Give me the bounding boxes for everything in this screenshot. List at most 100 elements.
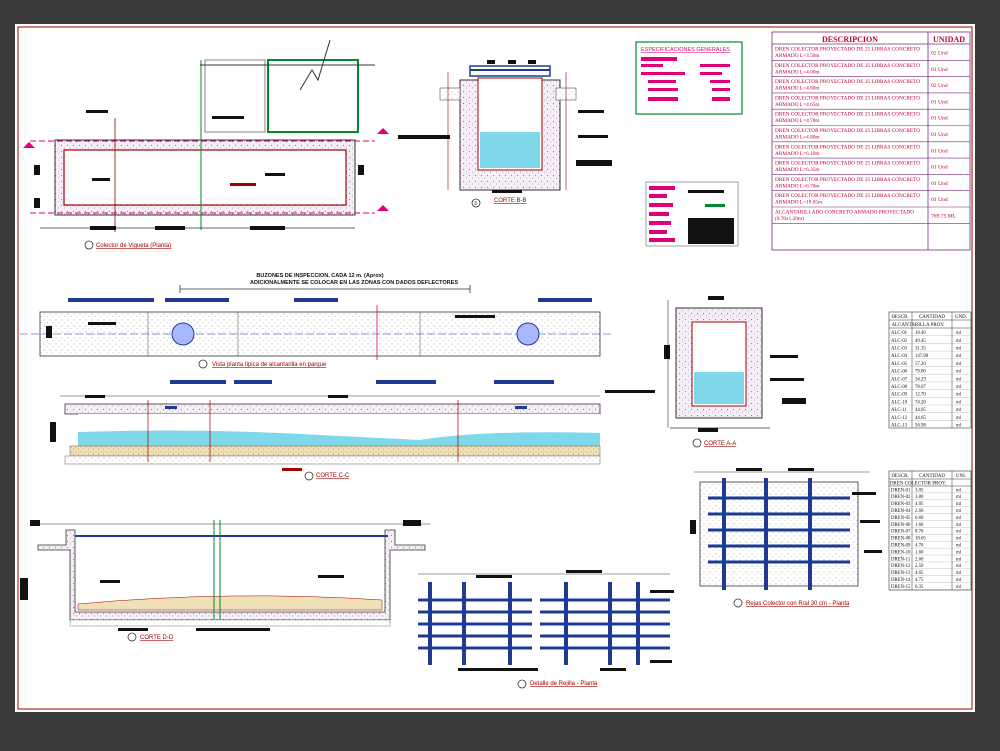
grating-detail-view [418,570,674,671]
alc_table-cell: 18.40 [915,331,926,336]
dren_table-cell: ml [956,571,962,576]
manholes-note-line2: ADICIONALMENTE SE COLOCAR EN LAS ZONAS C… [250,280,458,286]
dren_table-cell: ml [956,509,962,514]
desc-row-text: DREN COLECTOR PROYECTADO DE 25 LIBRAS CO… [775,144,920,150]
sheet-frame [17,26,973,710]
alc_table-cell: ml [956,347,962,352]
dren_table-cell: ml [956,578,962,583]
alcantarilla-table: DESCR. CANTIDAD UND. ALCANTARILLA PROY. … [888,311,972,429]
unit-header: UNIDAD [933,35,965,44]
desc-row-unit: 01 Und [931,99,948,105]
desc-row-text: DREN COLECTOR PROYECTADO DE 25 LIBRAS CO… [775,177,920,183]
alc_table-cell: ALC-01 [891,331,908,336]
alc_table-cell: ml [956,370,962,375]
grating-plan-caption: Rejas Colector con R/al 30 cm - Planta [746,601,850,607]
alc_table-cell: 34.29 [915,377,926,382]
dren_table-cell: 4.70 [915,544,924,549]
desc-row-unit: 01 Und [931,132,948,138]
dren_table-cell: DREN-07 [891,530,911,535]
dren_table-cell: 1.60 [915,550,924,555]
alc_table-cell: ALC-06 [891,370,908,375]
section-a-view [605,296,806,432]
rebar-legend-box [645,181,739,247]
dren_table-cell: DREN-14 [891,578,911,583]
alc_table-cell: ALC-08 [891,385,908,390]
dren_table-cell: DREN-01 [891,488,911,493]
dren-header-unit: UNI. [956,474,966,479]
alc-header-descr: DESCR. [891,315,908,320]
dren_table-cell: ml [956,530,962,535]
dren_table-cell: DREN-02 [891,495,911,500]
alc_table-cell: ALC-10 [891,400,908,405]
dren_table-cell: 1.60 [915,523,924,528]
dren-header-descr: DESCR. [891,474,908,479]
desc-row-text: DREN COLECTOR PROYECTADO DE 25 LIBRAS CO… [775,47,920,53]
section-d-caption: CORTE D-D [140,635,174,641]
dren_table-cell: DREN-03 [891,502,911,507]
manholes-note-line1: BUZONES DE INSPECCION, CADA 12 m. (Aprox… [256,273,383,279]
dren_table-cell: DREN-10 [891,550,911,555]
dren-subheader: DREN COLECTOR PROY. [890,482,946,487]
alc_table-cell: ml [956,408,962,413]
dren_table-cell: ml [956,516,962,521]
alc_table-cell: 56.98 [915,424,926,429]
desc-row-unit: 02 Und [931,83,948,89]
desc-row-text: ARMADO L=4.60m [775,86,820,92]
alc_table-cell: ALC-04 [891,354,908,359]
dren_table-cell: 4.65 [915,571,924,576]
desc-row-unit: 769.75 ML [931,214,957,220]
dren_table-cell: ml [956,550,962,555]
alc_table-cell: ml [956,331,962,336]
view-marker-icon [517,679,527,689]
alc_table-cell: 49.45 [915,339,926,344]
dren_table-cell: 4.05 [915,502,924,507]
view-marker-icon [84,240,94,250]
dren_table-cell: DREN-06 [891,523,911,528]
dren_table-cell: ml [956,502,962,507]
desc-row-text: DREN COLECTOR PROYECTADO DE 25 LIBRAS CO… [775,128,920,134]
alc_table-cell: ALC-13 [891,424,908,429]
alc_table-cell: 78.67 [915,385,926,390]
desc-row-unit: 01 Und [931,148,948,154]
alc_table-cell: 79.80 [915,370,926,375]
alc_table-cell: ml [956,393,962,398]
plan-channel-caption: Vista planta tipica de alcantarilla en p… [212,362,327,368]
alc_table-cell: ml [956,362,962,367]
desc-row-text: DREN COLECTOR PROYECTADO DE 25 LIBRAS CO… [775,161,920,167]
section-b-tag: 3 [474,201,477,207]
view-marker-icon [733,598,743,608]
grating-detail-caption: Detalle de Rejilla - Planta [530,681,598,687]
alc_table-cell: ALC-07 [891,377,908,382]
dren_table-cell: ml [956,564,962,569]
dren_table-cell: DREN-13 [891,571,911,576]
view-marker-icon [127,632,137,642]
alc_table-cell: ALC-02 [891,339,908,344]
plan-channel-view [20,285,612,360]
alc_table-cell: ml [956,416,962,421]
dren_table-cell: 3.05 [915,488,924,493]
dren_table-cell: DREN-15 [891,585,911,590]
desc-row-unit: 01 Und [931,165,948,171]
dren_table-cell: DREN-12 [891,564,911,569]
dren_table-cell: 6.35 [915,585,924,590]
section-a-tag-icon [692,438,702,448]
alc_table-cell: 74.20 [915,400,926,405]
alc_table-cell: 12.70 [915,393,926,398]
dren_table-cell: 8.70 [915,530,924,535]
alc_table-cell: 44.65 [915,416,926,421]
section-d-view [20,520,430,631]
alc_table-cell: ml [956,377,962,382]
dren_table-cell: ml [956,488,962,493]
plan-top-caption: Colector de Vigueta (Planta) [96,243,171,249]
desc-row-unit: 01 Und [931,197,948,203]
dren_table-cell: DREN-05 [891,516,911,521]
desc-row-unit: 02 Und [931,51,948,57]
alc_table-cell: ml [956,339,962,344]
desc-row-text: DREN COLECTOR PROYECTADO DE 25 LIBRAS CO… [775,63,920,69]
alc_table-cell: ALC-12 [891,416,908,421]
section-b-view [398,60,612,193]
alc-header-unit: UND. [955,315,967,320]
dren_table-cell: DREN-04 [891,509,911,514]
alc_table-cell: ALC-05 [891,362,908,367]
